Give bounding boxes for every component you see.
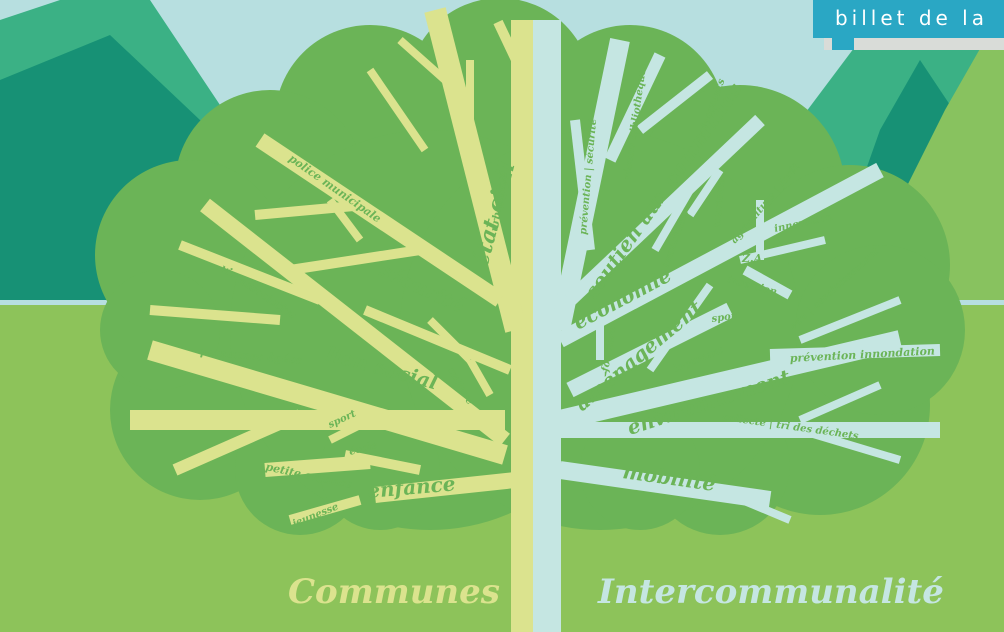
banner: billet de la bbox=[812, 0, 1004, 38]
banner-shadow bbox=[824, 38, 1004, 50]
label-communes: Communes bbox=[288, 572, 500, 612]
right-branches bbox=[533, 20, 941, 632]
left-branches bbox=[130, 7, 539, 632]
banner-notch bbox=[832, 38, 854, 50]
word-tourisme: tourisme bbox=[712, 177, 727, 228]
word-za: Z.A. bbox=[741, 252, 766, 265]
word-sport-right: sport bbox=[711, 310, 742, 325]
label-intercommunalite: Intercommunalité bbox=[598, 572, 944, 612]
banner-text: billet de la bbox=[834, 6, 988, 30]
